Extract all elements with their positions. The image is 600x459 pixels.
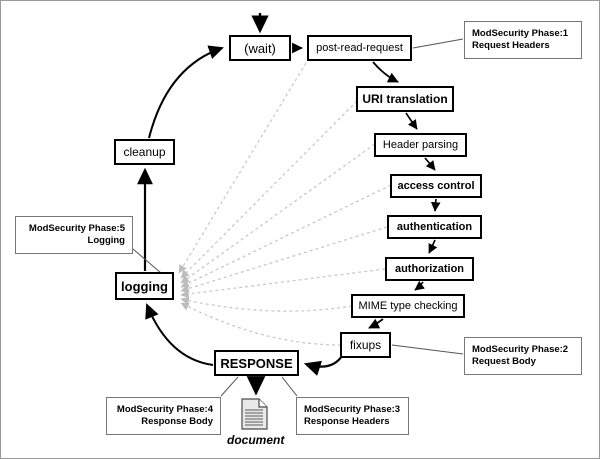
- note-line-1: ModSecurity Phase:3: [304, 404, 401, 415]
- note-modsecurity-phase-5: ModSecurity Phase:5 Logging: [15, 216, 133, 254]
- node-label: authentication: [396, 220, 473, 233]
- leader-phase2: [391, 344, 464, 355]
- note-line-2: Logging: [87, 235, 125, 246]
- leader-phase5: [132, 248, 162, 274]
- node-header-parsing[interactable]: Header parsing: [374, 133, 467, 157]
- node-label: MIME type checking: [358, 299, 458, 312]
- node-logging[interactable]: logging: [115, 272, 174, 300]
- document-label: document: [227, 433, 285, 447]
- edge-response-to-logging: [145, 303, 214, 366]
- node-label: post-read-request: [316, 41, 403, 54]
- note-modsecurity-phase-2: ModSecurity Phase:2 Request Body: [464, 337, 582, 375]
- leader-phase3: [281, 376, 298, 397]
- edge-header-parsing-to-access-control: [424, 157, 436, 171]
- node-post-read-request[interactable]: post-read-request: [307, 35, 412, 61]
- node-access-control[interactable]: access control: [390, 174, 482, 198]
- note-line-1: ModSecurity Phase:5: [28, 223, 125, 234]
- node-fixups[interactable]: fixups: [340, 332, 391, 358]
- note-line-2: Request Headers: [472, 40, 550, 51]
- edge-fixups-to-response: [303, 355, 343, 376]
- note-modsecurity-phase-3: ModSecurity Phase:3 Response Headers: [296, 397, 409, 435]
- note-line-1: ModSecurity Phase:2: [472, 344, 569, 355]
- node-label: Header parsing: [382, 138, 459, 151]
- node-wait[interactable]: (wait): [229, 35, 291, 61]
- node-label: (wait): [244, 40, 276, 56]
- node-mime-type-checking[interactable]: MIME type checking: [351, 294, 465, 318]
- edge-authentication-to-authorization: [428, 239, 438, 254]
- note-line-2: Response Headers: [304, 416, 390, 427]
- note-line-1: ModSecurity Phase:4: [116, 404, 213, 415]
- edge-authorization-to-mime-type-checking: [414, 280, 425, 291]
- node-authentication[interactable]: authentication: [387, 215, 482, 239]
- document-icon: [241, 398, 268, 430]
- edge-post-read-request-to-uri-translation: [372, 61, 399, 83]
- node-label: URI translation: [362, 92, 448, 106]
- node-response[interactable]: RESPONSE: [214, 350, 299, 376]
- leader-phase1: [412, 38, 464, 49]
- edge-mime-type-checking-to-fixups: [368, 318, 384, 329]
- note-leader-lines: [132, 38, 464, 397]
- node-label: fixups: [349, 338, 382, 352]
- note-line-2: Request Body: [472, 356, 536, 367]
- dotted-fan-to-logging: [178, 62, 392, 346]
- note-line-1: ModSecurity Phase:1: [472, 28, 569, 39]
- edge-uri-translation-to-header-parsing: [405, 112, 418, 130]
- note-modsecurity-phase-1: ModSecurity Phase:1 Request Headers: [464, 21, 582, 59]
- edge-cleanup-to-wait: [148, 45, 224, 139]
- leader-phase4: [220, 376, 239, 397]
- node-cleanup[interactable]: cleanup: [114, 139, 175, 165]
- node-uri-translation[interactable]: URI translation: [356, 86, 454, 112]
- edge-access-control-to-authentication: [430, 198, 441, 212]
- note-line-2: Response Body: [141, 416, 213, 427]
- node-label: RESPONSE: [220, 355, 293, 371]
- node-label: logging: [121, 278, 168, 294]
- node-label: cleanup: [123, 145, 166, 159]
- node-label: authorization: [394, 262, 465, 275]
- node-authorization[interactable]: authorization: [385, 257, 474, 281]
- node-label: access control: [397, 179, 475, 192]
- note-modsecurity-phase-4: ModSecurity Phase:4 Response Body: [106, 397, 221, 435]
